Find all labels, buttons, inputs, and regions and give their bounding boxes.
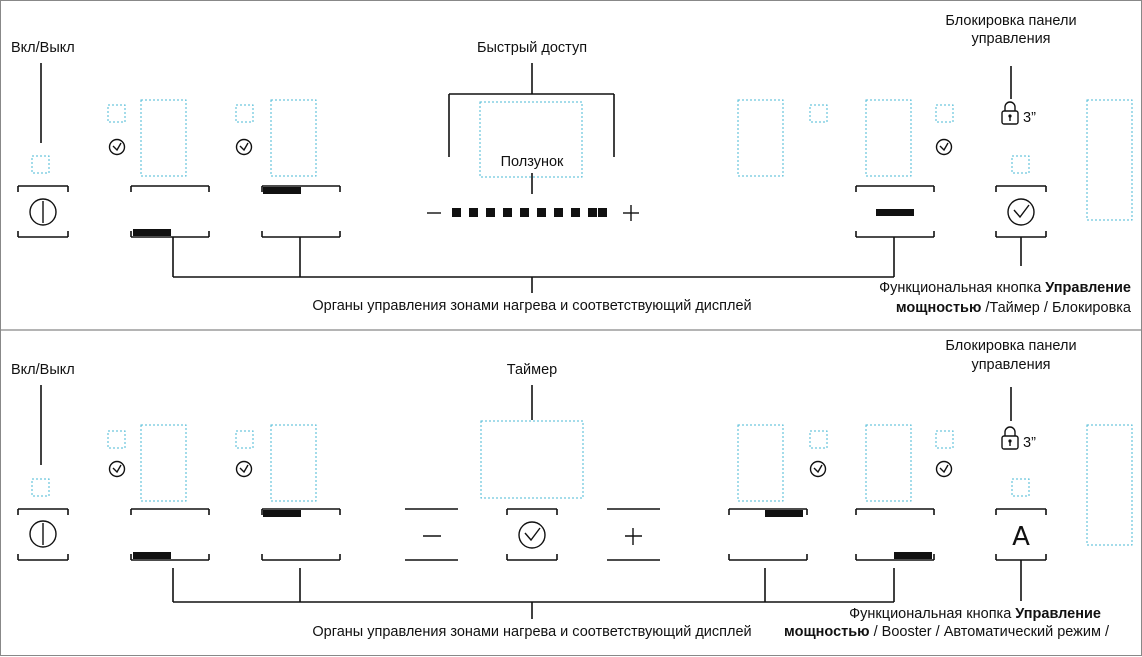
lock-label-line2: управления [971,357,1051,373]
quick-access-label: Быстрый доступ [476,40,588,56]
function-indicator [1011,478,1030,497]
clock-icon [809,460,827,478]
power-icon [29,520,57,548]
function-label-suffix: /Таймер / Блокировка [981,300,1131,316]
zones-label: Органы управления зонами нагрева и соотв… [312,624,752,640]
side-display [1086,99,1133,221]
timer-label: Таймер [506,362,558,378]
clock-icon [108,460,126,478]
top-zone-4[interactable] [855,99,954,238]
top-zone-2[interactable] [235,99,341,238]
lock-label-line2: управления [971,31,1051,47]
bottom-zone-2[interactable] [235,424,341,561]
bottom-zone-1[interactable] [107,424,210,561]
zones-label: Органы управления зонами нагрева и соотв… [312,298,752,314]
function-label-bold: мощностью [784,624,870,640]
clock-icon [1007,198,1035,226]
function-label-bold: мощностью [895,300,982,316]
plus-icon [623,205,639,221]
on-off-label: Вкл/Выкл [11,362,75,378]
clock-icon [935,460,953,478]
bottom-on-off-button[interactable] [17,508,69,561]
function-button-label-line1: Функциональная кнопка Управление [849,605,1101,623]
lock-time: 3” [1023,110,1036,126]
timer-plus-button[interactable] [607,508,660,561]
top-zone-1[interactable] [107,99,210,238]
lock-time: 3” [1023,435,1036,451]
bottom-zone-4[interactable] [855,424,954,561]
function-label-prefix: Функциональная кнопка [849,606,1016,622]
bottom-function-button[interactable]: A [995,508,1047,561]
timer-clock-button[interactable] [506,508,558,561]
function-label-bold: Управление [1045,280,1131,296]
slider-label: Ползунок [500,154,564,170]
quick-access-display [479,101,583,178]
function-label-bold: Управление [1015,606,1101,622]
function-button-label-line2: мощностью / Booster / Автоматический реж… [784,623,1109,641]
on-off-label: Вкл/Выкл [11,40,75,56]
quick-access-bracket [448,63,615,157]
slider[interactable] [427,205,639,221]
clock-icon [235,460,253,478]
function-button-label-line1: Функциональная кнопка Управление [879,279,1131,297]
zones-bracket [172,237,895,293]
lock-icon [1001,101,1019,125]
timer-display [480,420,584,499]
auto-mode-icon: A [1012,522,1030,552]
top-function-button[interactable] [995,185,1047,238]
top-zone-3[interactable] [737,99,828,177]
bottom-zone-3[interactable] [728,424,828,561]
lock-label-line1: Блокировка панели [945,338,1077,354]
clock-icon [108,138,126,156]
side-display [1086,424,1133,546]
function-button-label-line2: мощностью /Таймер / Блокировка [896,299,1131,317]
lock-label-line1: Блокировка панели [945,13,1077,29]
function-label-suffix: / Booster / Автоматический режим / [869,624,1109,640]
timer-minus-button[interactable] [405,508,458,561]
power-icon [29,198,57,226]
top-on-off-button[interactable] [17,185,69,238]
on-off-indicator [31,155,50,174]
clock-icon [935,138,953,156]
clock-icon [235,138,253,156]
function-indicator [1011,155,1030,174]
on-off-indicator [31,478,50,497]
lock-icon [1001,426,1019,450]
clock-icon [518,521,546,549]
function-label-prefix: Функциональная кнопка [879,280,1046,296]
zones-bracket [172,568,895,619]
plus-icon [625,528,642,545]
